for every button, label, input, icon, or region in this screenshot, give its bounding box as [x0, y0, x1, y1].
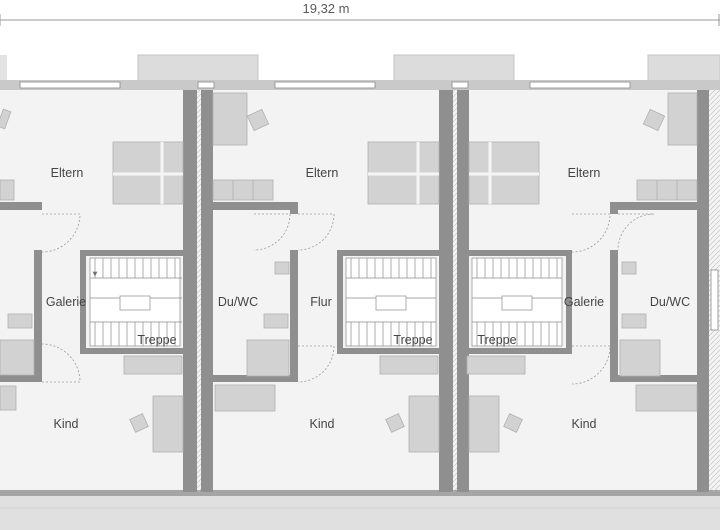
room-label-eltern-right: Eltern: [568, 166, 601, 180]
room-labels: Eltern Galerie Treppe Kind Eltern Du/WC …: [46, 166, 690, 431]
stairs: [89, 257, 563, 347]
top-wall: [0, 80, 720, 90]
room-label-galerie-left: Galerie: [46, 295, 86, 309]
room-label-duwc-middle: Du/WC: [218, 295, 258, 309]
interior-walls: [0, 202, 698, 382]
total-width-label: 19,32 m: [303, 1, 350, 16]
side-window: [710, 269, 719, 331]
room-label-galerie-right: Galerie: [564, 295, 604, 309]
room-label-eltern-left: Eltern: [51, 166, 84, 180]
room-label-kind-middle: Kind: [309, 417, 334, 431]
room-label-treppe-left: Treppe: [137, 333, 176, 347]
door-swings: [41, 213, 655, 385]
room-label-treppe-middle: Treppe: [393, 333, 432, 347]
dimension-line: 19,32 m: [0, 0, 720, 26]
bottom-wall: [0, 490, 720, 496]
furniture: [0, 92, 698, 453]
room-label-duwc-right: Du/WC: [650, 295, 690, 309]
room-label-eltern-middle: Eltern: [306, 166, 339, 180]
room-label-flur-middle: Flur: [310, 295, 332, 309]
room-label-treppe-right: Treppe: [477, 333, 516, 347]
room-label-kind-right: Kind: [571, 417, 596, 431]
room-label-kind-left: Kind: [53, 417, 78, 431]
